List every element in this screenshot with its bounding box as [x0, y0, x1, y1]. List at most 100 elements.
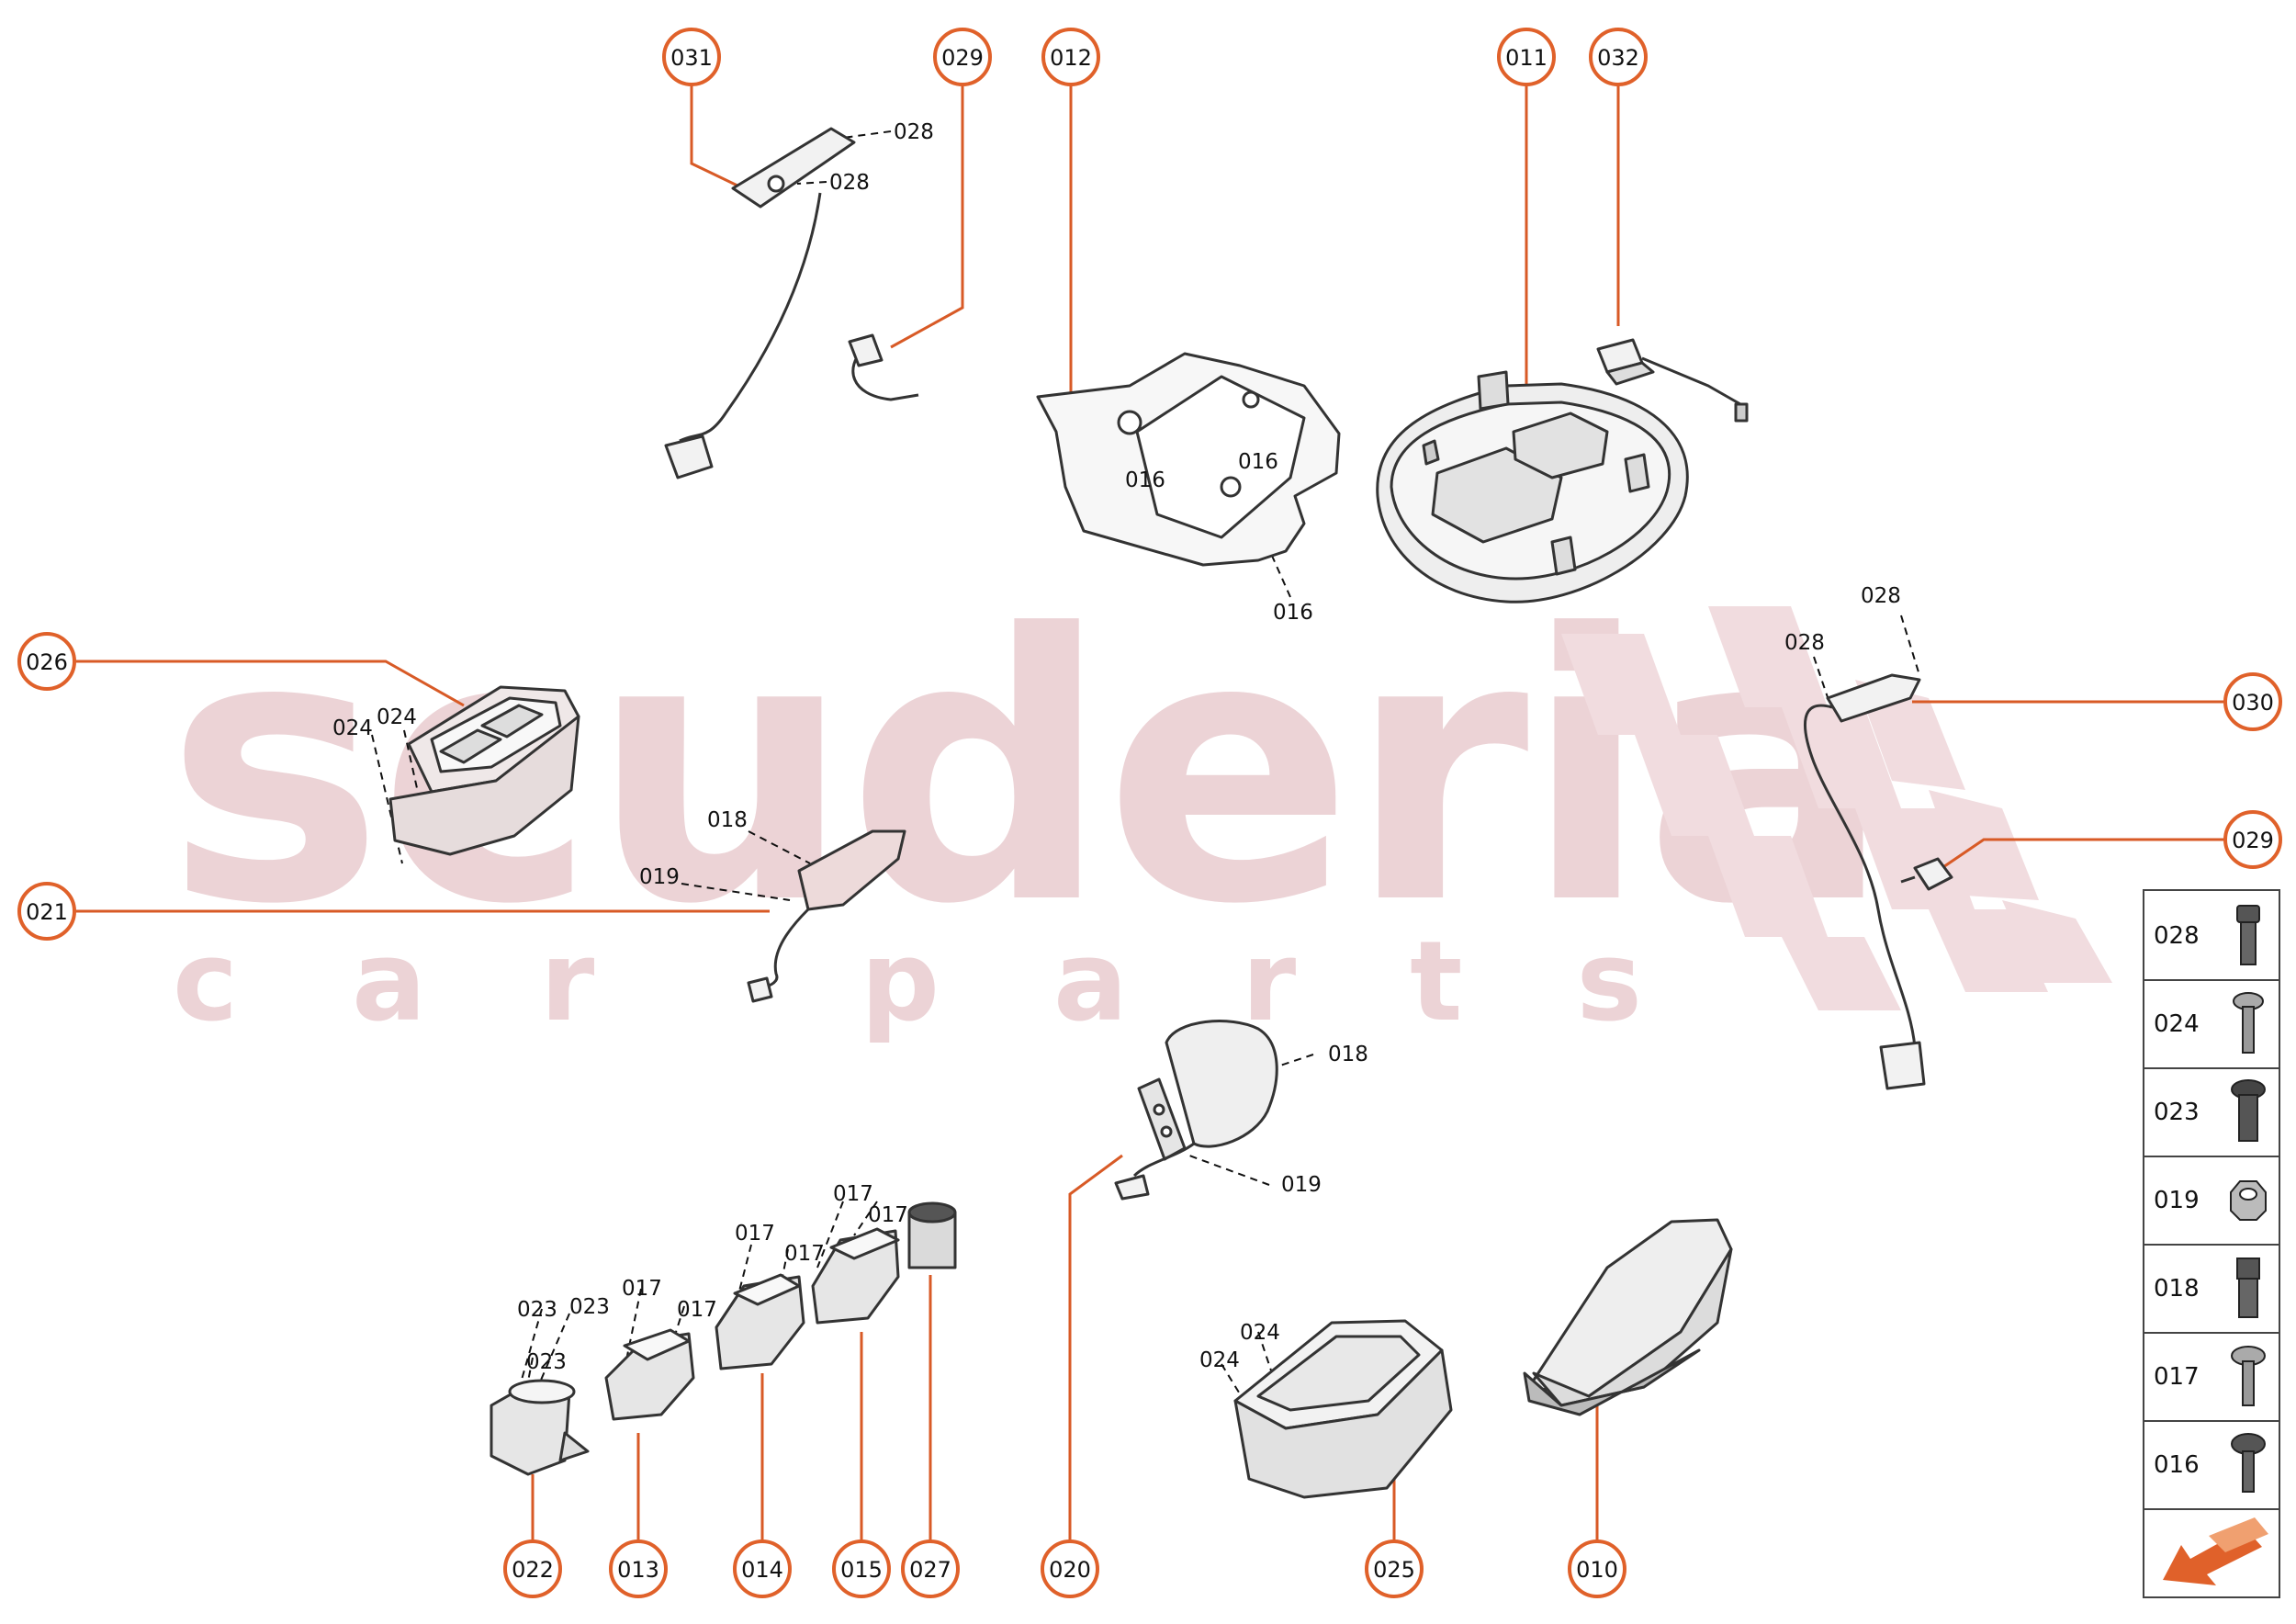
callout-022[interactable]: 022	[503, 1539, 562, 1598]
label-028-a: 028	[894, 120, 934, 144]
callout-031-label: 031	[670, 45, 713, 71]
callout-020-label: 020	[1049, 1557, 1091, 1583]
callout-012[interactable]: 012	[1041, 28, 1100, 86]
part-029-plug-right	[1900, 857, 1953, 891]
callout-026-label: 026	[26, 649, 68, 675]
part-029-plug-top	[848, 333, 919, 401]
legend-code: 028	[2154, 922, 2200, 950]
part-015-switch	[811, 1227, 900, 1325]
callout-030[interactable]: 030	[2223, 672, 2282, 731]
callout-012-label: 012	[1050, 45, 1092, 71]
callout-014-label: 014	[741, 1557, 783, 1583]
callout-025-label: 025	[1373, 1557, 1415, 1583]
nut-flange-icon	[2230, 1180, 2267, 1221]
part-025-switch-panel	[1233, 1319, 1453, 1499]
label-028-d: 028	[1784, 631, 1825, 655]
callout-020[interactable]: 020	[1041, 1539, 1099, 1598]
legend-code: 019	[2154, 1187, 2200, 1214]
callout-029-right-label: 029	[2232, 828, 2274, 853]
callout-015[interactable]: 015	[832, 1539, 891, 1598]
label-017-a: 017	[735, 1222, 775, 1246]
callout-013-label: 013	[617, 1557, 659, 1583]
callout-029-right[interactable]: 029	[2223, 810, 2282, 869]
legend-row-028[interactable]: 028	[2144, 891, 2279, 981]
label-016-a: 016	[1125, 468, 1165, 492]
callout-029-top[interactable]: 029	[933, 28, 992, 86]
label-023-b: 023	[569, 1295, 610, 1319]
direction-arrow-icon	[2163, 1517, 2268, 1585]
legend-code: 024	[2154, 1010, 2200, 1038]
part-027-cylinder	[907, 1201, 957, 1269]
label-024-c: 024	[1199, 1348, 1240, 1372]
part-013-switch	[604, 1328, 695, 1421]
part-011-console	[1376, 370, 1689, 603]
callout-010[interactable]: 010	[1568, 1539, 1626, 1598]
label-019-b: 019	[1281, 1173, 1322, 1197]
label-017-e: 017	[622, 1277, 662, 1301]
legend-row-017[interactable]: 017	[2144, 1332, 2279, 1422]
callout-010-label: 010	[1576, 1557, 1618, 1583]
legend-row-018[interactable]: 018	[2144, 1244, 2279, 1334]
callout-021-label: 021	[26, 899, 68, 925]
callout-032-label: 032	[1597, 45, 1639, 71]
fastener-labels: 028 028 016 016 016 028 028 024 024 018 …	[332, 120, 1901, 1374]
label-024-a: 024	[332, 716, 373, 740]
screw-washer-icon	[2231, 1346, 2266, 1406]
callout-030-label: 030	[2232, 690, 2274, 716]
legend-row-023[interactable]: 023	[2144, 1067, 2279, 1157]
part-032-sensor	[1596, 338, 1749, 423]
callout-013[interactable]: 013	[609, 1539, 668, 1598]
legend-row-016[interactable]: 016	[2144, 1420, 2279, 1510]
label-018-a: 018	[707, 808, 748, 832]
legend-code: 017	[2154, 1363, 2200, 1391]
label-028-b: 028	[829, 171, 870, 195]
label-016-b: 016	[1238, 450, 1278, 474]
part-031-lamp	[664, 127, 856, 479]
legend-row-019[interactable]: 019	[2144, 1156, 2279, 1246]
legend-code: 023	[2154, 1099, 2200, 1126]
callout-026[interactable]: 026	[17, 632, 76, 691]
bolt-socket-icon	[2236, 905, 2260, 965]
part-012-bracket	[1036, 352, 1341, 567]
fastener-legend: 028 024 023 019 018 017 016	[2143, 889, 2280, 1598]
part-026-switch-panel	[388, 685, 580, 856]
callout-029-top-label: 029	[941, 45, 984, 71]
parts	[388, 127, 1953, 1499]
label-017-c: 017	[833, 1182, 873, 1206]
label-024-d: 024	[1240, 1321, 1280, 1345]
screw-large-icon	[2231, 1079, 2266, 1142]
callout-011[interactable]: 011	[1497, 28, 1556, 86]
callout-025[interactable]: 025	[1365, 1539, 1424, 1598]
legend-code: 018	[2154, 1275, 2200, 1303]
screw-torx-icon	[2231, 1433, 2266, 1493]
callout-031[interactable]: 031	[662, 28, 721, 86]
legend-code: 016	[2154, 1451, 2200, 1479]
label-023-a: 023	[517, 1298, 557, 1322]
part-030-lamp	[1804, 673, 1926, 1090]
label-017-b: 017	[784, 1242, 825, 1266]
legend-row-024[interactable]: 024	[2144, 979, 2279, 1069]
label-019-a: 019	[639, 865, 680, 889]
callout-027-label: 027	[909, 1557, 951, 1583]
callout-015-label: 015	[840, 1557, 883, 1583]
callout-032[interactable]: 032	[1589, 28, 1648, 86]
label-028-c: 028	[1861, 584, 1901, 608]
label-023-c: 023	[526, 1350, 567, 1374]
callout-021[interactable]: 021	[17, 882, 76, 941]
leader-lines	[73, 85, 2226, 1543]
part-021-harness	[747, 829, 906, 1003]
part-020-cup-bracket	[1114, 1020, 1278, 1201]
callout-022-label: 022	[512, 1557, 554, 1583]
callout-011-label: 011	[1505, 45, 1548, 71]
callout-027[interactable]: 027	[901, 1539, 960, 1598]
callout-014[interactable]: 014	[733, 1539, 792, 1598]
callout-group: 031 029 012 011 032 026 021 030 029 022 …	[17, 28, 2282, 1598]
label-017-d: 017	[868, 1203, 908, 1227]
label-018-b: 018	[1328, 1043, 1368, 1066]
label-024-b: 024	[377, 705, 417, 729]
label-016-c: 016	[1273, 601, 1313, 625]
bolt-hex-icon	[2236, 1257, 2260, 1318]
label-017-f: 017	[677, 1298, 717, 1322]
part-022-switch	[490, 1379, 590, 1476]
